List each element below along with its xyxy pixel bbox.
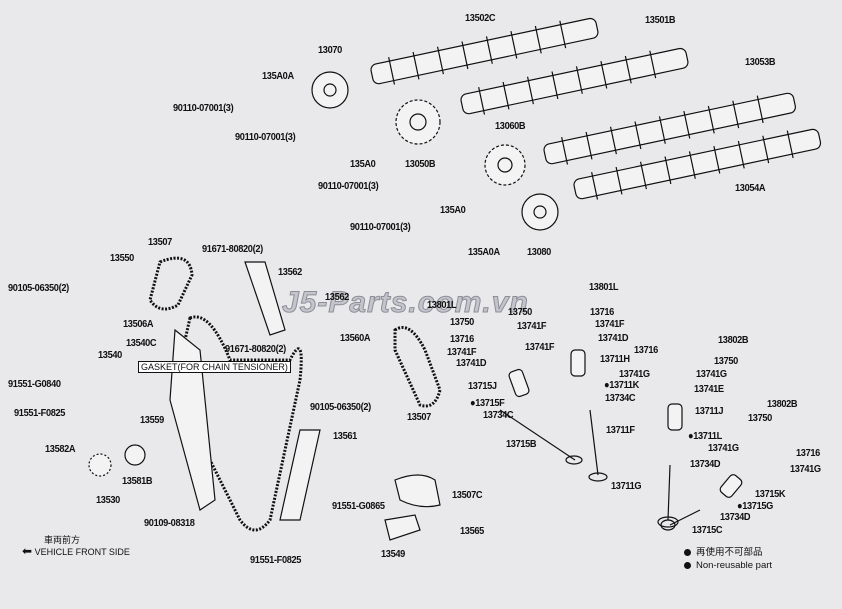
part-label[interactable]: 13750 — [450, 316, 474, 328]
part-label[interactable]: 13565 — [460, 525, 484, 537]
part-label[interactable]: 90109-08318 — [144, 517, 195, 529]
part-label[interactable]: 13540C — [126, 337, 157, 349]
legend: 再使用不可部品 Non-reusable part — [684, 546, 772, 572]
part-label[interactable]: 13750 — [748, 412, 772, 424]
part-label[interactable]: 13801L — [427, 299, 457, 311]
vehicle-front-indicator: 車両前方 ⬅ VEHICLE FRONT SIDE — [22, 535, 130, 558]
part-label[interactable]: 13734C — [605, 392, 636, 404]
part-label[interactable]: 135A0A — [468, 246, 500, 258]
part-label[interactable]: 13741G — [696, 368, 727, 380]
part-label[interactable]: 13741F — [517, 320, 547, 332]
part-label[interactable]: 13715K — [755, 488, 786, 500]
part-label[interactable]: 13741G — [708, 442, 739, 454]
part-label[interactable]: 91671-80820(2) — [202, 243, 263, 255]
part-label[interactable]: 13050B — [405, 158, 436, 170]
part-label[interactable]: 13750 — [508, 306, 532, 318]
part-label[interactable]: 13561 — [333, 430, 357, 442]
part-label[interactable]: 13802B — [767, 398, 798, 410]
part-label[interactable]: 13582A — [45, 443, 76, 455]
part-label[interactable]: 13560A — [340, 332, 371, 344]
timing-chains — [148, 256, 442, 532]
part-label[interactable]: 13053B — [745, 56, 776, 68]
gasket-callout: GASKET(FOR CHAIN TENSIONER) — [138, 361, 291, 373]
part-label[interactable]: 13559 — [140, 414, 164, 426]
springs — [508, 349, 743, 498]
part-label[interactable]: 90110-07001(3) — [235, 131, 296, 143]
part-label[interactable]: 13716 — [590, 306, 614, 318]
part-label[interactable]: 13741F — [447, 346, 477, 358]
part-label[interactable]: 91551-G0865 — [332, 500, 385, 512]
part-label[interactable]: 13741G — [790, 463, 821, 475]
part-label[interactable]: 13750 — [714, 355, 738, 367]
part-label[interactable]: ●13711K — [604, 379, 639, 391]
part-label[interactable]: 135A0 — [350, 158, 376, 170]
part-label[interactable]: 91551-F0825 — [14, 407, 66, 419]
part-label[interactable]: 13507 — [407, 411, 431, 423]
front-jp: 車両前方 — [44, 535, 81, 545]
valves — [499, 409, 701, 531]
part-label[interactable]: 13562 — [325, 291, 349, 303]
part-label[interactable]: 135A0A — [262, 70, 294, 82]
non-reusable-dot-icon — [684, 562, 691, 569]
part-label[interactable]: 13716 — [634, 344, 658, 356]
part-label[interactable]: 13741F — [595, 318, 625, 330]
front-en: VEHICLE FRONT SIDE — [34, 547, 130, 557]
part-label[interactable]: 13549 — [381, 548, 405, 560]
part-label[interactable]: 13711J — [695, 405, 724, 417]
part-label[interactable]: 13060B — [495, 120, 526, 132]
part-label[interactable]: 13530 — [96, 494, 120, 506]
part-label[interactable]: 90110-07001(3) — [173, 102, 234, 114]
part-label[interactable]: 13741E — [694, 383, 724, 395]
camshafts — [370, 17, 822, 200]
part-label[interactable]: 90110-07001(3) — [318, 180, 379, 192]
legend-en: Non-reusable part — [696, 560, 773, 571]
arrow-left-icon: ⬅ — [22, 544, 33, 558]
part-label[interactable]: 13080 — [527, 246, 551, 258]
part-label[interactable]: 13741D — [598, 332, 629, 344]
part-label[interactable]: 90105-06350(2) — [310, 401, 371, 413]
part-label[interactable]: 13507C — [452, 489, 483, 501]
part-label[interactable]: 13734C — [483, 409, 514, 421]
part-label[interactable]: ●13711L — [688, 430, 722, 442]
part-label[interactable]: 13540 — [98, 349, 122, 361]
non-reusable-dot-icon — [684, 549, 691, 556]
watermark: J5-Parts.com.vn — [282, 286, 529, 320]
part-label[interactable]: 13734D — [720, 511, 751, 523]
chain-guides — [169, 261, 441, 541]
part-label[interactable]: 13734D — [690, 458, 721, 470]
part-label[interactable]: 13715B — [506, 438, 537, 450]
part-label[interactable]: 13501B — [645, 14, 676, 26]
part-label[interactable]: 13711H — [600, 353, 630, 365]
part-label[interactable]: ●13715F — [470, 397, 505, 409]
part-label[interactable]: 13054A — [735, 182, 766, 194]
legend-jp: 再使用不可部品 — [696, 547, 763, 558]
part-label[interactable]: 13716 — [450, 333, 474, 345]
part-label[interactable]: 13801L — [589, 281, 619, 293]
part-label[interactable]: 13711G — [611, 480, 642, 492]
part-label[interactable]: ●13715G — [737, 500, 774, 512]
part-label[interactable]: 13715J — [468, 380, 497, 392]
part-label[interactable]: 13502C — [465, 12, 496, 24]
part-label[interactable]: 13550 — [110, 252, 134, 264]
part-label[interactable]: 13741G — [619, 368, 650, 380]
part-label[interactable]: 13070 — [318, 44, 342, 56]
part-label[interactable]: 13741F — [525, 341, 555, 353]
part-label[interactable]: 90105-06350(2) — [8, 282, 69, 294]
part-label[interactable]: 91671-80820(2) — [225, 343, 286, 355]
part-label[interactable]: 13715C — [692, 524, 723, 536]
part-label[interactable]: 13716 — [796, 447, 820, 459]
part-label[interactable]: 135A0 — [440, 204, 466, 216]
part-label[interactable]: 91551-G0840 — [8, 378, 61, 390]
part-label[interactable]: 13802B — [718, 334, 749, 346]
part-label[interactable]: 13507 — [148, 236, 172, 248]
part-label[interactable]: 13581B — [122, 475, 153, 487]
sprockets — [88, 71, 559, 477]
part-label[interactable]: 13506A — [123, 318, 154, 330]
part-label[interactable]: 13711F — [606, 424, 635, 436]
part-label[interactable]: 13741D — [456, 357, 487, 369]
part-label[interactable]: 90110-07001(3) — [350, 221, 411, 233]
part-label[interactable]: 13562 — [278, 266, 302, 278]
part-label[interactable]: 91551-F0825 — [250, 554, 302, 566]
